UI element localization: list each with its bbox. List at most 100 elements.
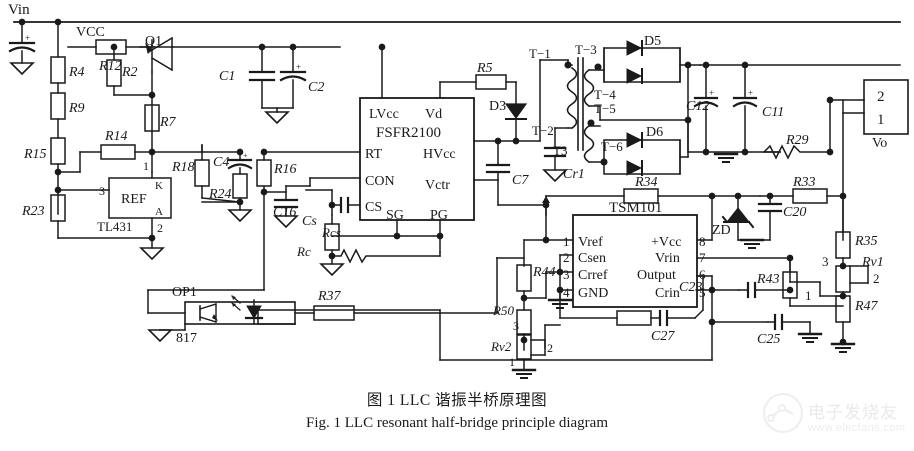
- label-r23: R23: [21, 204, 45, 219]
- label-c11: C11: [762, 105, 784, 120]
- label-gnd: GND: [578, 286, 608, 301]
- label-r7: R7: [159, 115, 177, 130]
- label-t6: T−6: [601, 139, 623, 154]
- label-r43: R43: [756, 272, 780, 287]
- label-output: Output: [637, 268, 676, 283]
- label-vctr: Vctr: [425, 178, 450, 193]
- label-c7: C7: [512, 173, 529, 188]
- label-ref-pin3: 3: [99, 184, 105, 198]
- label-op1: OP1: [172, 285, 197, 300]
- figure-caption-en: Fig. 1 LLC resonant half-bridge principl…: [306, 415, 608, 431]
- label-d6: D6: [646, 125, 663, 140]
- label-rv1-pin1: 1: [805, 288, 812, 303]
- label-pvcc: +Vcc: [651, 235, 681, 250]
- label-crref: Crref: [578, 268, 608, 283]
- label-c12: C12: [686, 99, 709, 114]
- label-c25: C25: [757, 332, 780, 347]
- label-d3: D3: [489, 99, 506, 114]
- label-vin: Vin: [8, 2, 30, 18]
- label-t2: T−2: [532, 123, 554, 138]
- label-vo-pin2: 2: [877, 89, 885, 105]
- label-r24: R24: [208, 187, 232, 202]
- watermark-logo-icon: [763, 393, 803, 433]
- label-rc: Rc: [296, 244, 311, 259]
- label-r29: R29: [785, 133, 809, 148]
- label-lvcc: LVcc: [369, 107, 399, 122]
- label-pin1: 1: [563, 234, 570, 249]
- label-r35: R35: [854, 234, 878, 249]
- label-817: 817: [176, 331, 197, 346]
- label-ref-k: K: [155, 180, 163, 192]
- label-rv1-pin3: 3: [822, 254, 829, 269]
- label-rt: RT: [365, 147, 382, 162]
- label-r44: R44: [532, 265, 556, 280]
- label-pin5: 5: [699, 285, 706, 300]
- label-r34: R34: [634, 175, 658, 190]
- label-r16: R16: [273, 162, 297, 177]
- label-csen: Csen: [578, 251, 606, 266]
- label-c23: C23: [679, 280, 702, 295]
- label-con: CON: [365, 174, 395, 189]
- label-crin: Crin: [655, 286, 680, 301]
- label-pin4: 4: [563, 285, 570, 300]
- svg-text:+: +: [296, 62, 301, 72]
- label-r5: R5: [476, 61, 493, 76]
- label-rv2-pin1: 1: [509, 355, 515, 369]
- label-c1: C1: [219, 69, 235, 84]
- label-ref-pin2: 2: [157, 221, 163, 235]
- label-vd: Vd: [425, 107, 442, 122]
- figure-caption-cn: 图 1 LLC 谐振半桥原理图: [366, 392, 548, 409]
- label-rv2-pin3: 3: [513, 319, 519, 333]
- label-r12: R12: [98, 59, 122, 74]
- label-vo: Vo: [872, 136, 887, 151]
- label-r50: R50: [492, 303, 514, 318]
- label-tsm101: TSM101: [609, 200, 662, 216]
- label-fsfr2100: FSFR2100: [376, 125, 441, 141]
- label-r14: R14: [104, 129, 128, 144]
- label-ref: REF: [121, 192, 147, 207]
- watermark-url: www.elecfans.com: [808, 422, 906, 434]
- label-cs: Cs: [302, 214, 317, 229]
- label-pg: PG: [430, 208, 448, 223]
- label-vo-pin1: 1: [877, 112, 885, 128]
- label-cr1: Cr1: [563, 167, 585, 182]
- svg-text:+: +: [709, 88, 714, 98]
- label-rv1-pin2: 2: [873, 271, 880, 286]
- label-hvcc: HVcc: [423, 147, 456, 162]
- label-c20: C20: [783, 205, 806, 220]
- label-rv2: Rv2: [490, 339, 512, 354]
- label-t3: T−3: [575, 42, 597, 57]
- label-pin2: 2: [563, 250, 570, 265]
- label-vcc: VCC: [76, 25, 105, 40]
- label-r33: R33: [792, 175, 816, 190]
- svg-text:+: +: [243, 151, 248, 160]
- label-vref: Vref: [578, 235, 603, 250]
- label-t5: T−5: [594, 101, 616, 116]
- label-pin6: 6: [699, 267, 706, 282]
- svg-text:+: +: [748, 88, 753, 98]
- label-r18: R18: [171, 160, 195, 175]
- label-r37: R37: [317, 289, 342, 304]
- label-t1: T−1: [529, 46, 551, 61]
- label-r2: R2: [121, 65, 138, 80]
- label-tl431: TL431: [97, 219, 132, 234]
- label-r4: R4: [68, 65, 85, 80]
- watermark-text: 电子发烧友: [808, 403, 898, 422]
- label-pin7: 7: [699, 250, 706, 265]
- label-rv1: Rv1: [861, 255, 884, 270]
- watermark: 电子发烧友 www.elecfans.com: [762, 392, 912, 448]
- label-c4: C4: [213, 155, 229, 170]
- label-c2: C2: [308, 80, 324, 95]
- label-cs-pin: CS: [365, 200, 382, 215]
- wires: +: [8, 18, 909, 380]
- label-ref-pin1: 1: [143, 159, 149, 173]
- label-t3-core: T3: [553, 143, 567, 158]
- label-pin8: 8: [699, 234, 706, 249]
- label-r9: R9: [68, 101, 85, 116]
- label-d5: D5: [644, 34, 661, 49]
- label-r15: R15: [23, 147, 47, 162]
- label-vrin: Vrin: [655, 251, 680, 266]
- label-rcs: Rcs: [321, 225, 341, 240]
